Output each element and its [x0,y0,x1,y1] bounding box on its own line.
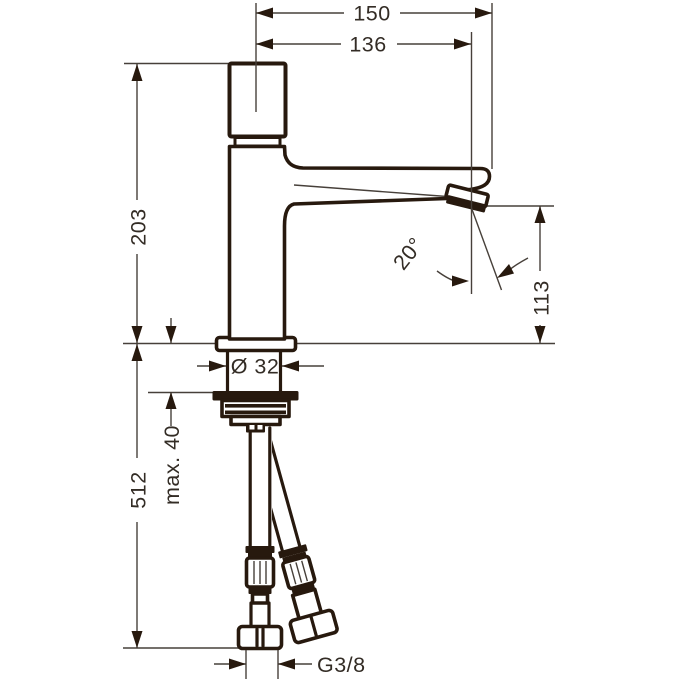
arrow-at-angle-line [497,264,514,278]
spray-angle-line [470,207,503,291]
arrow-down [131,326,143,343]
dim-label-hose-length: 512 [127,471,151,508]
arrow-right [454,38,471,50]
faucet-body-spout [227,144,492,341]
spout-underside-highlight [293,184,448,198]
arrow-right [229,658,246,670]
arrow-up [131,344,143,361]
dim-shank-diameter: Ø 32 [197,355,324,379]
mounting-hardware [212,346,299,433]
arrow-down [131,631,143,648]
handle-neck [233,136,282,148]
arrow-up [534,206,546,223]
dim-hose-length: 512 [127,344,151,648]
arrow-left [256,38,273,50]
arrow-right [475,7,492,19]
aerator [444,183,490,213]
dim-spout-reach: 136 [256,32,473,294]
dim-label-total-projection: 150 [353,2,390,26]
dim-label-total-height: 203 [127,208,151,245]
dim-label-shank-diameter: Ø 32 [231,355,280,379]
supply-hose-vertical [236,426,284,651]
extension-lines [123,62,555,649]
dim-label-connection-thread: G3/8 [317,653,366,677]
dim-label-spout-reach: 136 [349,33,386,57]
arrow-up [165,392,177,409]
arrow-left [278,658,295,670]
shank [226,350,282,392]
dim-spout-height: 113 [530,206,554,343]
dim-max-mounting-thickness: max. 40 [160,318,184,505]
arrow-left [256,7,273,19]
arrow-down [534,326,546,343]
dim-connection-thread: G3/8 [214,650,366,679]
arrow-down [165,326,177,343]
dimensions: 150 136 203 512 [127,2,554,679]
mounting-washer [212,391,299,401]
faucet-handle [227,61,288,139]
hose-ferrule [250,592,270,605]
dim-label-spray-angle: 20° [389,233,429,275]
faucet [212,61,492,651]
dim-total-projection: 150 [255,2,493,169]
dim-total-height: 203 [127,64,151,343]
arrow-at-vertical [452,275,469,287]
dim-label-spout-height: 113 [530,280,554,316]
dim-spray-angle: 20° [389,207,529,291]
arrow-right [209,360,226,372]
arrow-left [282,360,299,372]
arrow-up [131,64,143,81]
dim-label-max-mounting-thickness: max. 40 [160,425,184,505]
hose-nut-vertical [236,624,284,651]
